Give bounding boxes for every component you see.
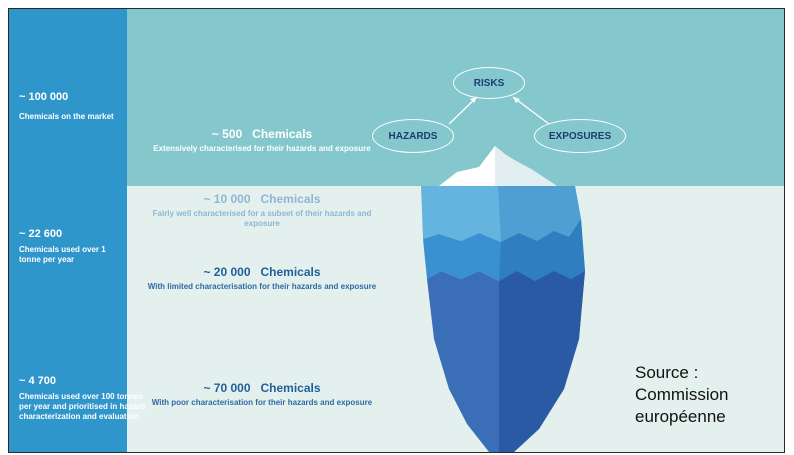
level-limited-unit: Chemicals bbox=[260, 265, 321, 279]
hazards-label: HAZARDS bbox=[388, 130, 438, 142]
sidebar-count-1-tonne: ~ 22 600 bbox=[19, 228, 63, 240]
iceberg-illustration bbox=[421, 96, 585, 452]
source-org-line1: Commission bbox=[635, 385, 729, 404]
level-fairly-well-count: ~ 10 000 bbox=[203, 192, 251, 206]
risks-label: RISKS bbox=[473, 77, 505, 89]
level-extensive-count: ~ 500 bbox=[211, 127, 243, 141]
sidebar-desc-100-tonnes: Chemicals used over 100 tonnes per year … bbox=[19, 392, 146, 421]
level-extensive: ~ 500 Chemicals Extensively characterised… bbox=[147, 127, 377, 154]
arrow-exposures-to-risks bbox=[512, 96, 550, 125]
risks-node: RISKS bbox=[453, 67, 525, 99]
level-poor-description: With poor characterisation for their haz… bbox=[151, 398, 373, 407]
level-limited-description: With limited characterisation for their … bbox=[147, 282, 377, 291]
level-poor: ~ 70 000 Chemicals With poor characterisa… bbox=[147, 381, 377, 408]
level-fairly-well-description: Fairly well characterised for a subset o… bbox=[152, 209, 372, 228]
sidebar-desc-market: Chemicals on the market bbox=[19, 112, 114, 121]
iceberg-band-deep-shade bbox=[499, 271, 585, 452]
tonnage-sidebar: ~ 100 000 Chemicals on the market ~ 22 6… bbox=[9, 9, 145, 452]
iceberg-band-light-shade bbox=[498, 186, 581, 242]
level-extensive-description: Extensively characterised for their haza… bbox=[153, 144, 371, 153]
arrow-hazards-to-risks bbox=[448, 96, 478, 125]
level-fairly-well-unit: Chemicals bbox=[260, 192, 321, 206]
source-label: Source : bbox=[635, 363, 699, 382]
sidebar-count-market: ~ 100 000 bbox=[19, 91, 69, 103]
level-limited: ~ 20 000 Chemicals With limited character… bbox=[147, 265, 377, 292]
iceberg-band-mid-shade bbox=[499, 219, 585, 281]
above-water-band bbox=[9, 9, 784, 186]
level-fairly-well: ~ 10 000 Chemicals Fairly well characteri… bbox=[147, 192, 377, 229]
infographic-frame: ~ 100 000 Chemicals on the market ~ 22 6… bbox=[8, 8, 785, 453]
level-poor-unit: Chemicals bbox=[260, 381, 321, 395]
source-caption: Source : Commission européenne bbox=[635, 362, 780, 428]
iceberg-tip-shade bbox=[495, 146, 557, 186]
exposures-node: EXPOSURES bbox=[534, 119, 626, 153]
source-org-line2: européenne bbox=[635, 407, 726, 426]
exposures-label: EXPOSURES bbox=[548, 130, 612, 142]
sidebar-desc-1-tonne: Chemicals used over 1 tonne per year bbox=[19, 245, 106, 264]
level-limited-count: ~ 20 000 bbox=[203, 265, 251, 279]
level-extensive-unit: Chemicals bbox=[252, 127, 313, 141]
hazards-node: HAZARDS bbox=[372, 119, 454, 153]
level-poor-count: ~ 70 000 bbox=[203, 381, 251, 395]
sidebar-count-100-tonnes: ~ 4 700 bbox=[19, 375, 57, 387]
